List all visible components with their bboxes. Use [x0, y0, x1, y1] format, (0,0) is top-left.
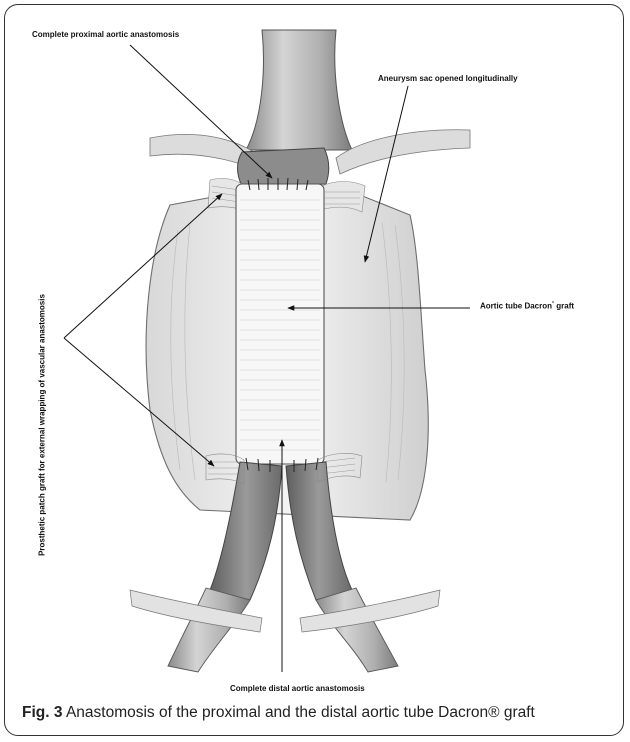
right-renal-band	[336, 130, 470, 174]
figure-caption: Fig. 3 Anastomosis of the proximal and t…	[22, 704, 535, 722]
arrow-proximal	[130, 45, 272, 178]
upper-aorta	[246, 30, 352, 150]
left-lower-iliac	[168, 588, 250, 672]
caption-text: Anastomosis of the proximal and the dist…	[66, 704, 535, 721]
proximal-cuff	[238, 148, 329, 186]
right-lower-iliac	[316, 588, 398, 672]
dacron-tube-graft	[236, 184, 324, 464]
label-aneurysm-sac: Aneurysm sac opened longitudinally	[378, 74, 518, 83]
label-dacron-graft: Aortic tube Dacron° graft	[480, 301, 574, 311]
caption-fig-number: Fig. 3	[22, 704, 62, 721]
label-prosthetic-patch: Prosthetic patch graft for external wrap…	[38, 294, 47, 556]
label-proximal-anastomosis: Complete proximal aortic anastomosis	[32, 30, 179, 39]
label-distal-anastomosis: Complete distal aortic anastomosis	[230, 684, 365, 693]
